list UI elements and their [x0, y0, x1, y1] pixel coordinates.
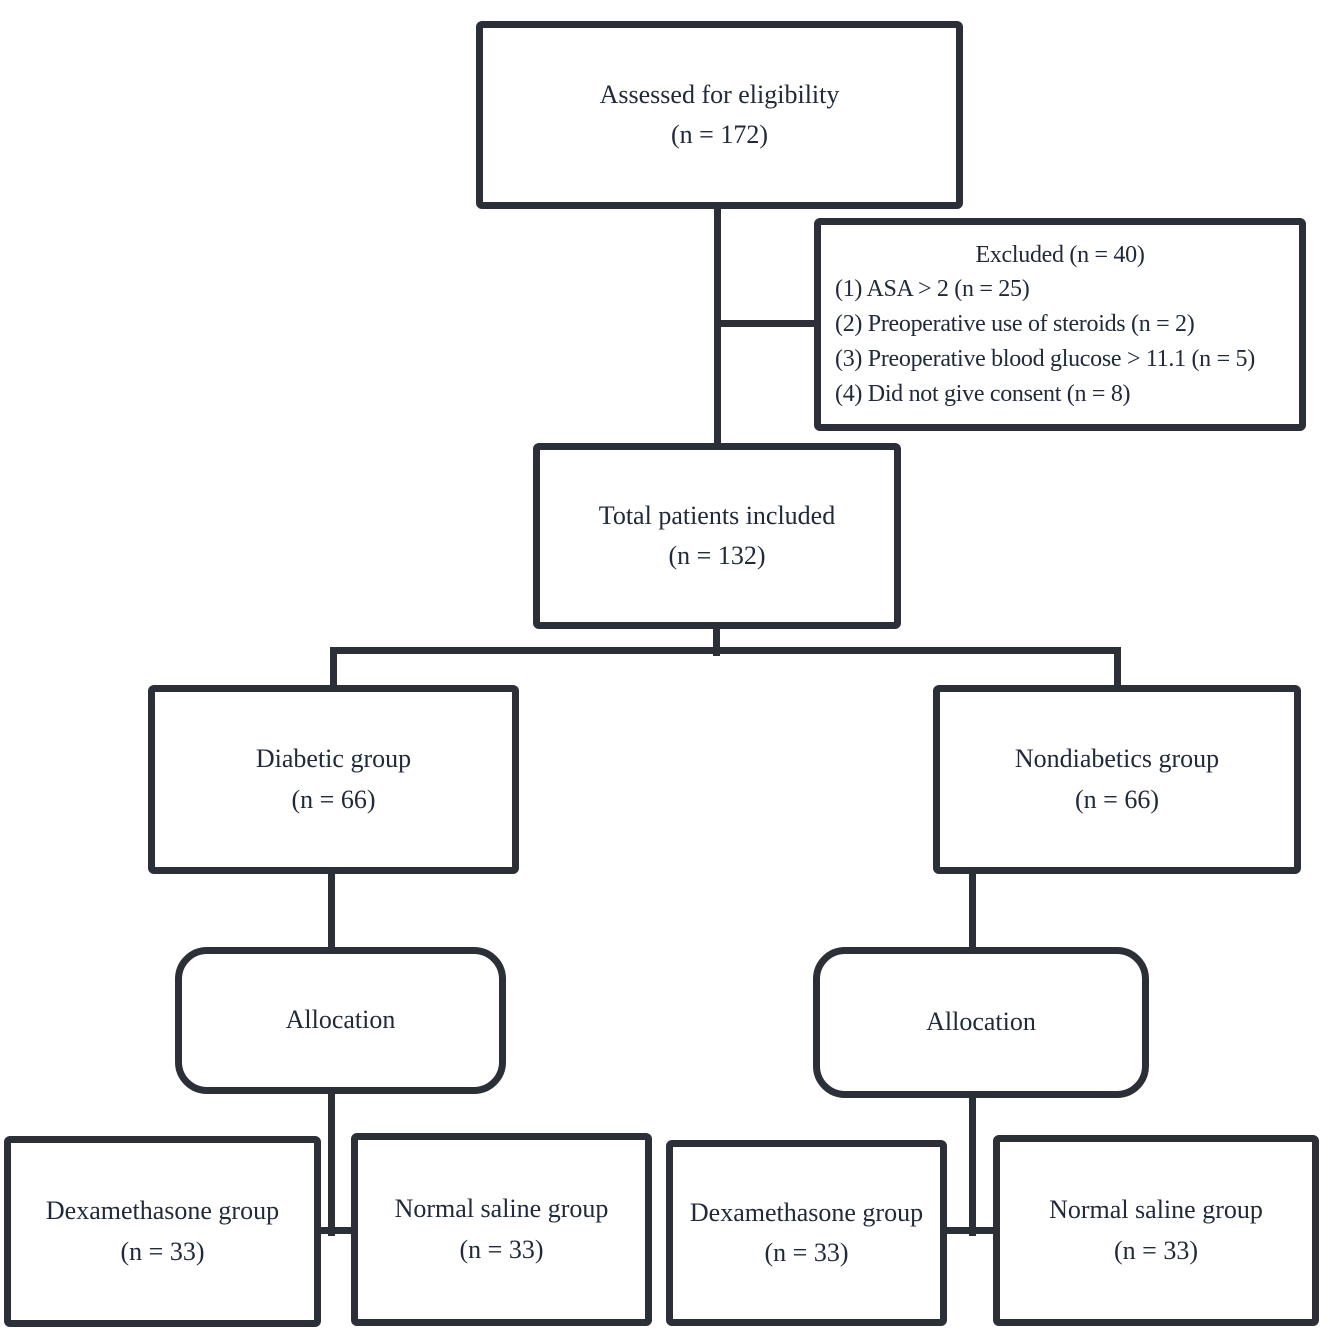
connector-allocation-right-down [969, 1093, 976, 1236]
excluded-title: Excluded (n = 40) [975, 241, 1145, 268]
node-label: Assessed for eligibility [599, 79, 840, 109]
node-dexamethasone-group-right: Dexamethasone group (n = 33) [666, 1140, 947, 1326]
node-count: (n = 172) [671, 120, 768, 149]
connector-assessed-to-total [714, 205, 721, 451]
node-label: Normal saline group [394, 1194, 609, 1224]
connector-nondiabetic-to-allocation [969, 870, 976, 954]
connector-branch-excluded [718, 320, 818, 327]
node-dexamethasone-group-left: Dexamethasone group (n = 33) [4, 1136, 321, 1327]
excluded-reason-3: (3) Preoperative blood glucose > 11.1 (n… [835, 345, 1255, 372]
node-label: Normal saline group [1049, 1195, 1263, 1225]
node-diabetic-group: Diabetic group (n = 66) [148, 685, 519, 874]
node-count: (n = 33) [1114, 1235, 1198, 1265]
node-total-patients: Total patients included (n = 132) [533, 443, 901, 629]
excluded-reason-2: (2) Preoperative use of steroids (n = 2) [835, 311, 1195, 338]
connector-total-stub [713, 624, 720, 656]
node-nondiabetics-group: Nondiabetics group (n = 66) [933, 685, 1301, 874]
node-count: (n = 66) [1075, 784, 1159, 814]
node-label: Allocation [926, 1007, 1036, 1037]
node-label: Diabetic group [255, 744, 412, 774]
node-label: Allocation [285, 1005, 396, 1035]
node-allocation-left: Allocation [175, 947, 506, 1094]
connector-drop-diabetic [330, 647, 337, 692]
node-label: Dexamethasone group [689, 1197, 924, 1227]
node-label: Dexamethasone group [45, 1196, 280, 1226]
node-label: Total patients included [598, 500, 836, 530]
node-normal-saline-group-left: Normal saline group (n = 33) [351, 1133, 652, 1326]
connector-allocation-left-down [328, 1090, 335, 1236]
connector-drop-nondiabetic [1114, 647, 1121, 692]
node-count: (n = 66) [291, 784, 376, 814]
node-excluded: Excluded (n = 40) (1) ASA > 2 (n = 25) (… [814, 218, 1306, 431]
node-label: Nondiabetics group [1014, 744, 1220, 774]
node-count: (n = 33) [459, 1234, 544, 1264]
node-assessed-for-eligibility: Assessed for eligibility (n = 172) [476, 21, 963, 209]
node-allocation-right: Allocation [813, 947, 1149, 1098]
connector-right-pair-stub [940, 1227, 1000, 1234]
excluded-reason-1: (1) ASA > 2 (n = 25) [835, 276, 1030, 303]
node-count: (n = 33) [120, 1236, 205, 1266]
connector-diabetic-to-allocation [328, 870, 335, 954]
connector-left-pair-stub [314, 1227, 358, 1234]
node-normal-saline-group-right: Normal saline group (n = 33) [993, 1135, 1319, 1326]
node-count: (n = 33) [764, 1238, 849, 1267]
excluded-reason-4: (4) Did not give consent (n = 8) [835, 380, 1131, 407]
connector-split-groups [330, 647, 1121, 654]
node-count: (n = 132) [668, 541, 766, 570]
